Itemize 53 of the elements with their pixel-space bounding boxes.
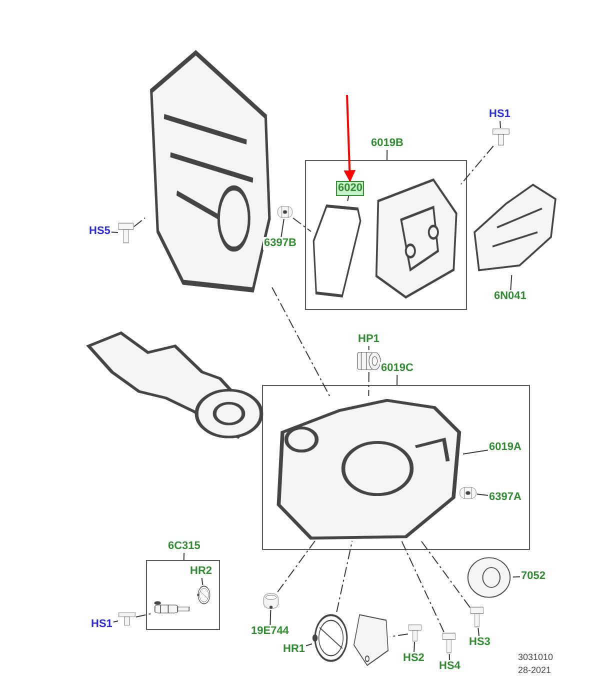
assembly-line — [336, 540, 353, 612]
leader-line — [368, 346, 370, 350]
bolt-drawing — [492, 128, 510, 146]
assembly-line — [401, 540, 444, 632]
bolt-drawing — [442, 632, 456, 654]
callout-label: 6020 — [336, 181, 364, 196]
drawing-reference-note: 28-2021 — [518, 665, 552, 675]
bolt-drawing — [118, 612, 136, 626]
bolt-drawing — [408, 624, 422, 642]
bolt-drawing — [470, 606, 484, 628]
leader-line — [280, 218, 284, 238]
assembly-line — [420, 540, 470, 608]
bush-drawing — [262, 592, 280, 610]
leader-line — [512, 576, 520, 578]
o-ring-drawing — [197, 585, 211, 605]
callout-label: HR2 — [189, 565, 214, 578]
leader-line — [476, 494, 488, 496]
leader-line — [347, 196, 350, 202]
plug-drawing — [356, 350, 382, 372]
dowel-drawing — [459, 486, 477, 500]
leader-line — [306, 643, 312, 646]
arrow — [344, 94, 356, 182]
leader-line — [386, 150, 388, 160]
leader-line — [510, 274, 512, 290]
assembly-line — [134, 217, 146, 228]
assembly-line — [292, 218, 312, 232]
leader-line — [183, 552, 185, 560]
assembly-line — [277, 540, 316, 592]
kit-bracket-box — [146, 560, 220, 630]
seal-drawing — [465, 555, 513, 600]
callout-label: 6019A — [488, 441, 522, 454]
leader-line — [112, 620, 118, 622]
leader-line — [478, 628, 480, 636]
assembly-line — [460, 146, 494, 185]
leader-line — [500, 120, 501, 128]
leader-line — [414, 642, 416, 652]
leader-line — [462, 450, 488, 454]
leader-line — [201, 578, 204, 586]
kit-bracket-box — [262, 385, 530, 550]
bolt-drawing — [118, 222, 134, 244]
callout-label: 6397B — [263, 237, 298, 250]
leader-line — [270, 610, 272, 626]
leader-line — [448, 654, 450, 660]
drawing-reference-note: 3031010 — [518, 652, 554, 662]
leader-line — [110, 232, 118, 234]
kit-bracket-box — [305, 160, 467, 310]
assembly-line — [272, 286, 330, 396]
dowel-drawing — [277, 205, 293, 219]
leader-line — [396, 374, 398, 386]
assembly-line — [136, 612, 154, 618]
o-ring-drawing — [312, 612, 350, 664]
cover-drawing — [352, 612, 390, 667]
assembly-line — [368, 372, 370, 396]
